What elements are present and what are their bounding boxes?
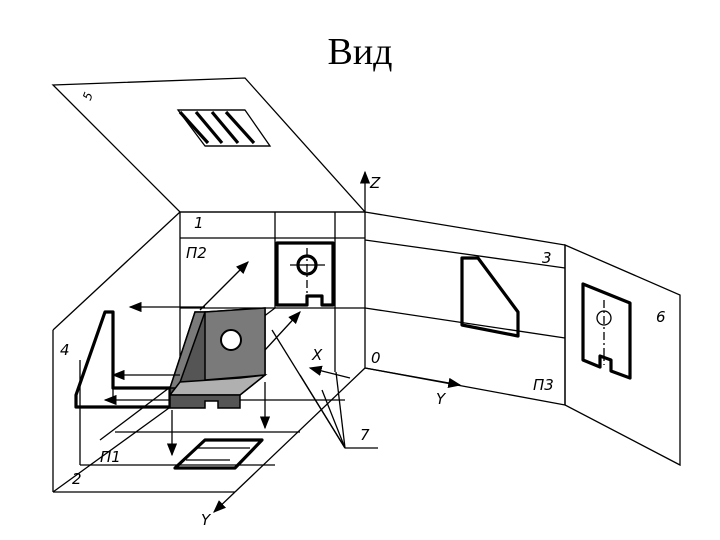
extra-plane-6 xyxy=(564,244,681,467)
label-plane-5: 5 xyxy=(80,90,96,102)
page-title: Вид xyxy=(327,31,393,73)
label-plane-2: 2 xyxy=(72,470,82,488)
label-axis-z: Z xyxy=(369,174,381,192)
projection-arrows xyxy=(103,261,351,457)
label-callout-7: 7 xyxy=(360,426,370,444)
label-origin: 0 xyxy=(371,349,381,367)
callout-7 xyxy=(271,329,378,449)
frontal-plane-box xyxy=(52,211,366,493)
left-plane-4-view xyxy=(74,310,172,409)
label-plane-3: 3 xyxy=(542,249,552,267)
label-plane-4: 4 xyxy=(60,341,70,359)
top-plane-5 xyxy=(51,77,367,213)
label-pi-2: П2 xyxy=(186,244,207,262)
label-axis-y: Y xyxy=(436,390,447,408)
label-plane-6: 6 xyxy=(656,308,666,326)
horizontal-view xyxy=(173,438,264,470)
part-3d xyxy=(168,307,268,409)
label-pi-1: П1 xyxy=(100,448,121,466)
axes xyxy=(213,170,462,513)
label-axis-y-front: Y xyxy=(201,511,212,529)
label-pi-3: П3 xyxy=(533,376,554,394)
label-plane-1: 1 xyxy=(194,214,204,232)
frontal-view xyxy=(275,241,335,307)
label-axis-x: X xyxy=(311,346,323,364)
